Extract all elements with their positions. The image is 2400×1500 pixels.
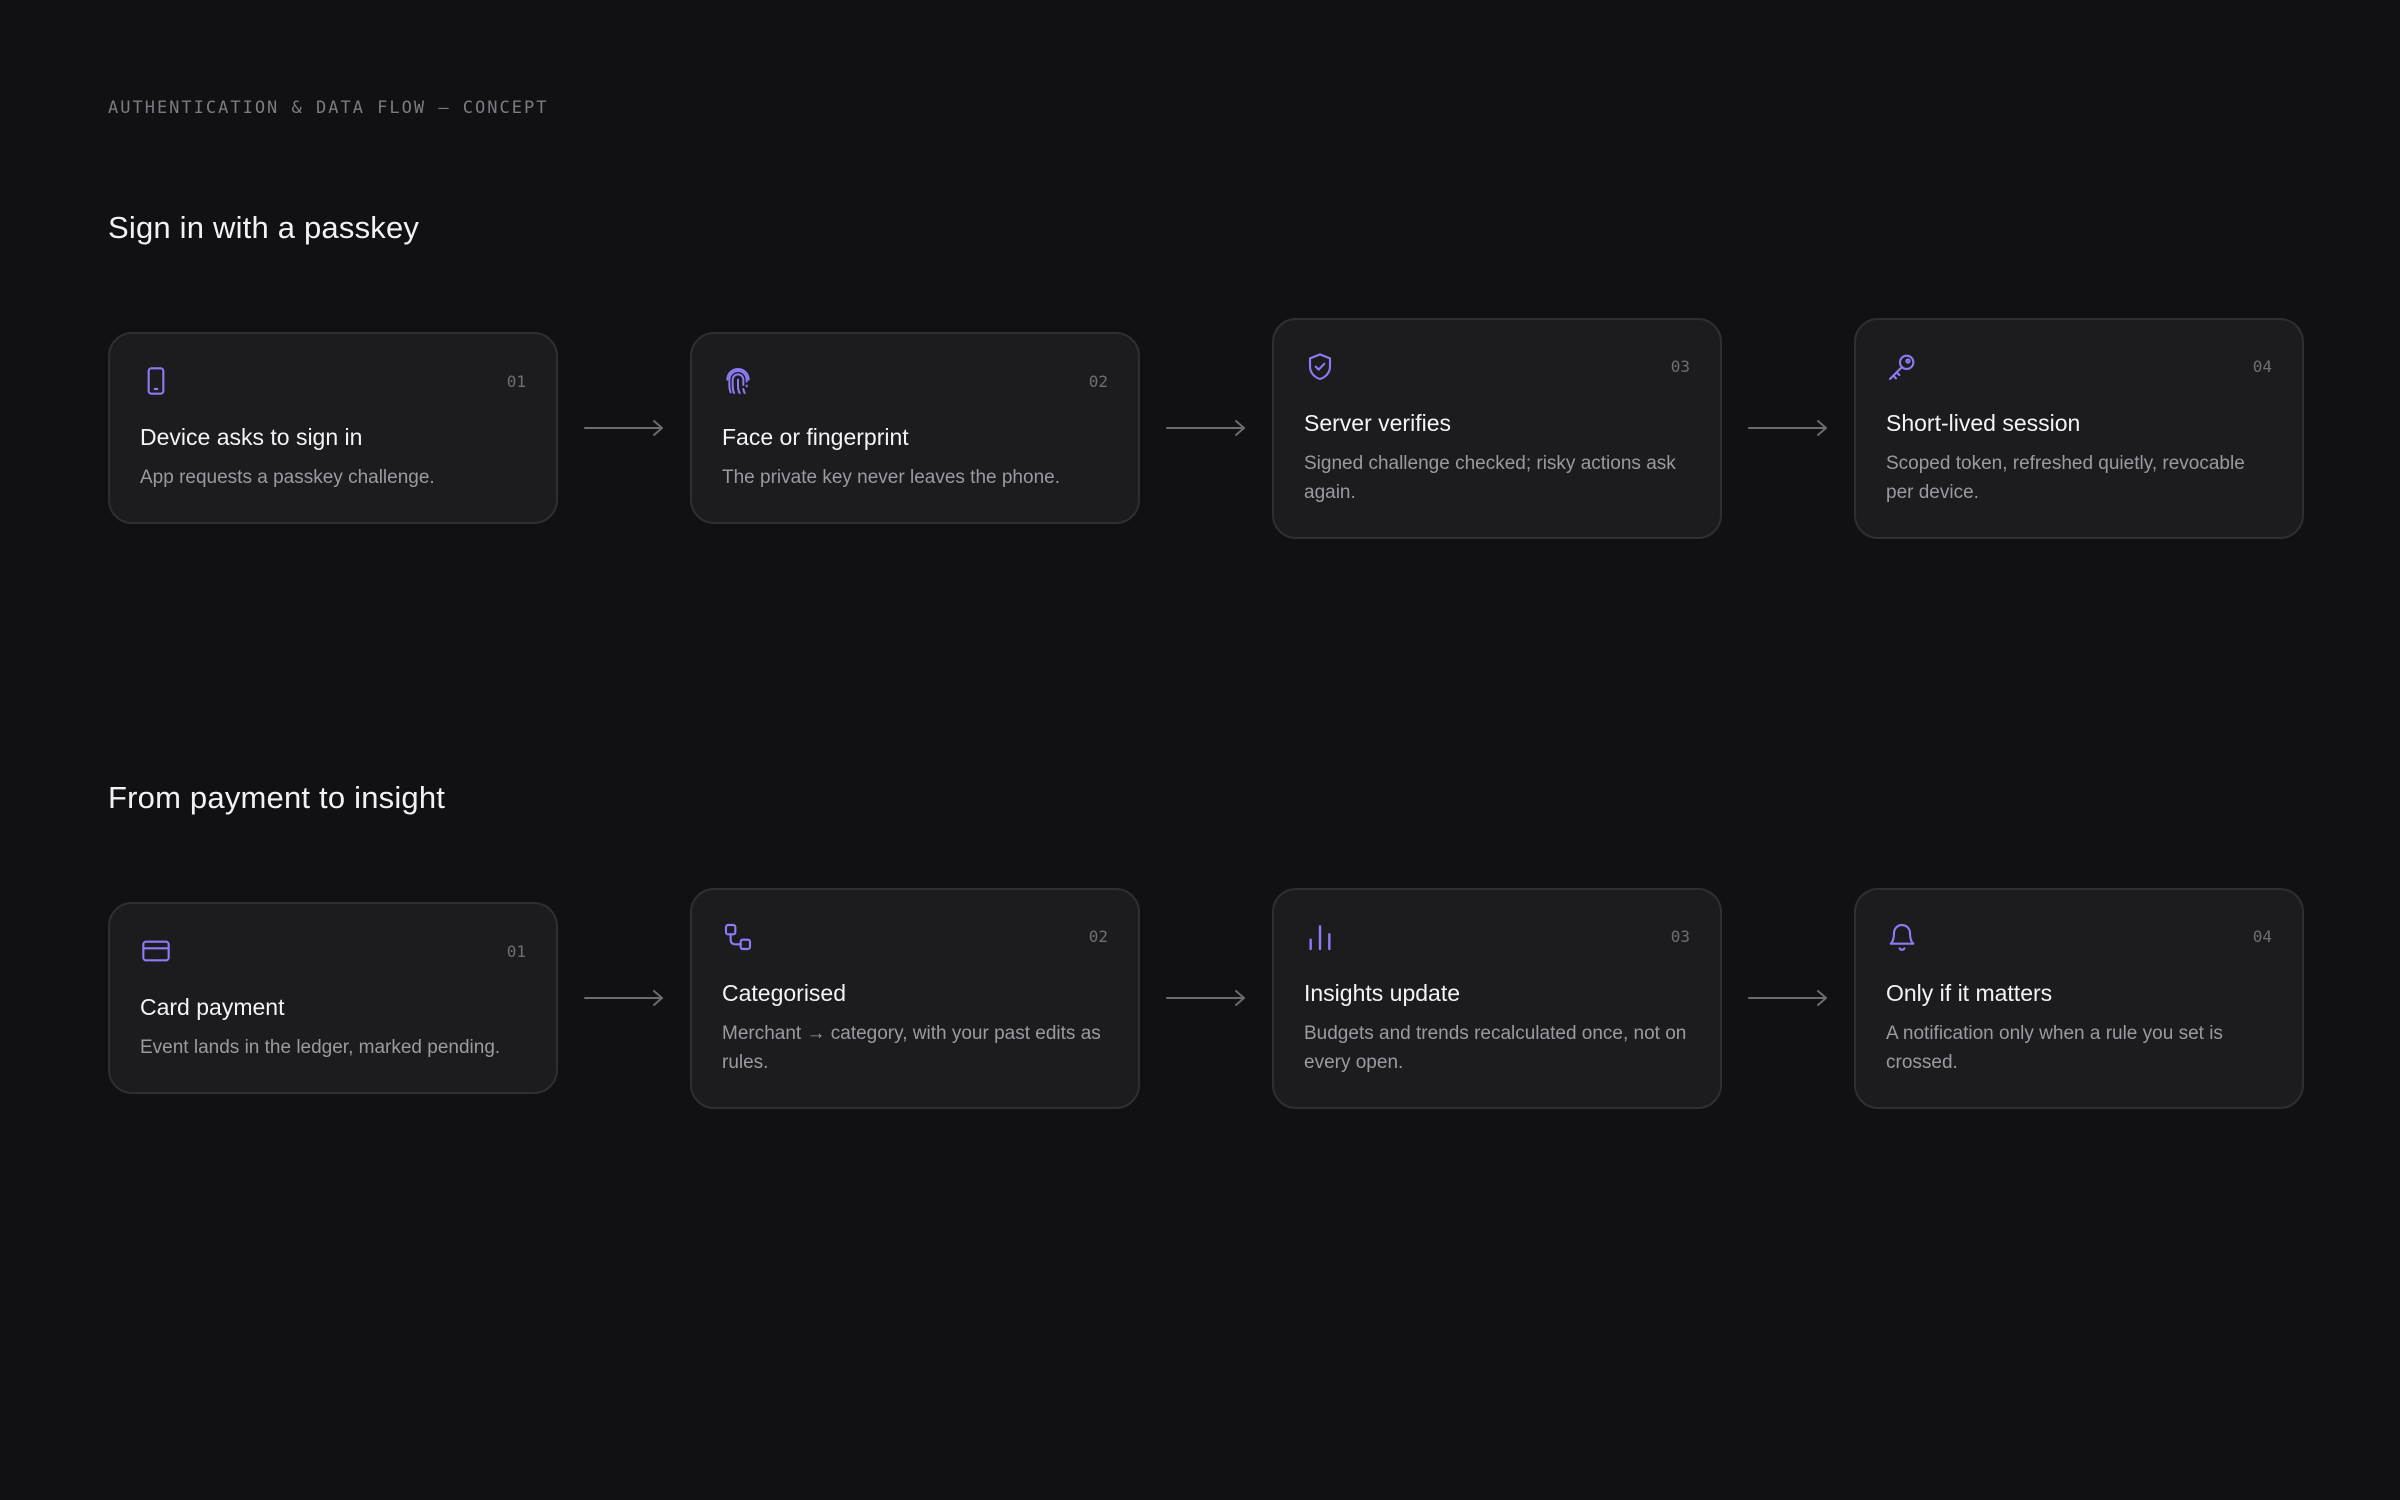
arrow-right-icon: [1748, 988, 1828, 1008]
step-card: 01 Device asks to sign in App requests a…: [108, 332, 558, 524]
page-eyebrow: AUTHENTICATION & DATA FLOW — CONCEPT: [108, 98, 549, 118]
bar-chart-icon: [1304, 921, 1336, 953]
step-number: 01: [506, 941, 526, 961]
step-title: Short-lived session: [1886, 409, 2081, 436]
fingerprint-icon: [722, 365, 754, 397]
bell-icon: [1886, 921, 1918, 953]
flow-row: 01 Card payment Event lands in the ledge…: [108, 878, 2304, 1118]
step-description: Merchant → category, with your past edit…: [722, 1022, 1101, 1073]
step-title: Device asks to sign in: [140, 424, 363, 450]
step-card: 04 Short-lived session Scoped token, ref…: [1854, 317, 2304, 539]
step-number: 04: [2252, 357, 2272, 376]
credit-card-icon: [140, 935, 172, 967]
step-card: 02 Categorised Merchant → category, with…: [690, 887, 1140, 1109]
step-description: Signed challenge checked; risky actions …: [1304, 452, 1676, 503]
step-number: 03: [1670, 927, 1690, 946]
step-title: Face or fingerprint: [722, 424, 909, 450]
arrow-right-icon: [584, 418, 664, 438]
section-title: Sign in with a passkey: [108, 210, 420, 245]
step-card: 01 Card payment Event lands in the ledge…: [108, 902, 558, 1094]
step-description: Scoped token, refreshed quietly, revocab…: [1886, 452, 2245, 503]
step-title: Categorised: [722, 979, 847, 1006]
step-description: App requests a passkey challenge.: [140, 467, 435, 488]
step-number: 04: [2252, 927, 2272, 946]
arrow-right-icon: [1166, 988, 1246, 1008]
workflow-icon: [722, 921, 754, 953]
flow-row: 01 Device asks to sign in App requests a…: [108, 308, 2304, 548]
step-card: 03 Insights update Budgets and trends re…: [1272, 887, 1722, 1109]
step-number: 02: [1088, 371, 1108, 391]
arrow-right-icon: [1748, 418, 1828, 438]
step-number: 03: [1670, 357, 1690, 376]
step-title: Insights update: [1304, 979, 1461, 1006]
step-card: 04 Only if it matters A notification onl…: [1854, 887, 2304, 1109]
step-number: 02: [1088, 927, 1108, 946]
step-description: A notification only when a rule you set …: [1886, 1022, 2223, 1073]
shield-check-icon: [1304, 351, 1336, 383]
section-title: From payment to insight: [108, 780, 446, 815]
step-description: Budgets and trends recalculated once, no…: [1304, 1022, 1687, 1073]
step-card: 02 Face or fingerprint The private key n…: [690, 332, 1140, 524]
step-card: 03 Server verifies Signed challenge chec…: [1272, 317, 1722, 539]
step-number: 01: [506, 371, 526, 391]
step-title: Server verifies: [1304, 409, 1451, 436]
step-title: Card payment: [140, 994, 285, 1020]
step-description: The private key never leaves the phone.: [722, 467, 1060, 488]
key-icon: [1886, 351, 1918, 383]
step-description: Event lands in the ledger, marked pendin…: [140, 1037, 501, 1058]
phone-icon: [140, 365, 172, 397]
arrow-right-icon: [1166, 418, 1246, 438]
step-title: Only if it matters: [1886, 979, 2053, 1006]
arrow-right-icon: [584, 988, 664, 1008]
